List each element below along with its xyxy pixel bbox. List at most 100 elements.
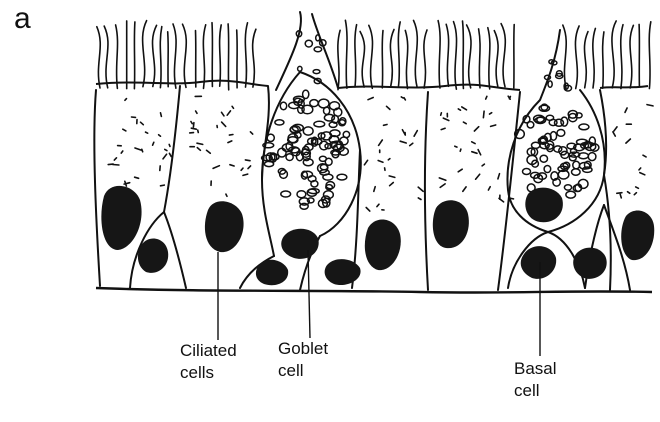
speckle — [227, 111, 230, 115]
cilium — [228, 24, 229, 90]
speckle — [414, 131, 417, 137]
cilium — [143, 21, 147, 87]
speckle — [443, 118, 449, 120]
granule — [313, 70, 320, 74]
speckle — [614, 127, 617, 131]
cilium — [612, 21, 616, 88]
granule — [314, 121, 325, 127]
speckle — [509, 97, 510, 99]
speckle — [213, 166, 219, 169]
speckle — [248, 166, 251, 169]
cilium — [360, 32, 364, 88]
granule — [532, 142, 540, 148]
speckle — [230, 165, 234, 166]
granule — [573, 161, 580, 169]
granule — [275, 120, 284, 125]
label-basal-cell: Basal cell — [514, 358, 557, 402]
label-goblet-line2: cell — [278, 360, 328, 382]
nucleus — [521, 246, 556, 279]
speckle — [617, 193, 622, 194]
speckle — [163, 154, 167, 159]
granule — [523, 169, 531, 175]
speckle — [165, 149, 167, 150]
label-basal-line2: cell — [514, 380, 557, 402]
speckle — [458, 109, 460, 110]
cilium — [463, 21, 464, 89]
speckle — [135, 177, 139, 178]
speckle — [222, 122, 226, 126]
speckle — [626, 139, 631, 143]
basement-membrane — [96, 288, 652, 293]
speckle — [207, 150, 211, 153]
speckle — [153, 142, 154, 145]
speckle — [634, 193, 636, 195]
cilium — [245, 23, 247, 87]
cilium — [414, 20, 418, 86]
granule — [557, 130, 565, 137]
speckle — [198, 130, 199, 132]
granule — [561, 117, 568, 126]
cilium — [405, 30, 407, 88]
speckle — [193, 123, 194, 128]
speckle — [191, 122, 192, 124]
nucleus — [281, 229, 318, 259]
speckle — [197, 143, 203, 144]
speckle — [625, 108, 627, 112]
cilium — [173, 24, 176, 88]
speckle — [472, 152, 477, 154]
nucleus — [573, 248, 607, 279]
speckle — [441, 128, 445, 129]
granule — [579, 124, 589, 130]
mucin-granules — [262, 31, 599, 209]
cilium — [621, 25, 623, 89]
nuclei — [101, 186, 654, 285]
cilium — [563, 25, 566, 88]
granule — [544, 166, 551, 173]
speckle — [114, 158, 116, 160]
label-goblet-line1: Goblet — [278, 338, 328, 360]
speckle — [390, 183, 394, 186]
speckle — [490, 113, 492, 114]
speckle — [463, 187, 466, 192]
speckle — [125, 99, 127, 101]
speckle — [643, 155, 646, 157]
speckle — [108, 164, 113, 165]
granule — [305, 40, 312, 47]
cilium — [424, 30, 427, 88]
cilium — [454, 22, 457, 90]
nucleus — [138, 238, 168, 272]
label-ciliated-line1: Ciliated — [180, 340, 237, 362]
cilium — [584, 32, 588, 88]
speckle — [460, 149, 461, 151]
speckle — [250, 132, 252, 134]
speckle — [620, 194, 621, 198]
speckle — [441, 113, 442, 115]
cilium — [467, 25, 471, 88]
granule — [318, 99, 329, 108]
cilium — [160, 27, 162, 88]
speckle — [636, 187, 639, 188]
cilium — [168, 32, 169, 87]
speckle — [159, 135, 161, 137]
speckle — [366, 208, 370, 212]
speckle — [123, 129, 126, 131]
speckle — [135, 148, 141, 150]
speckle — [418, 198, 421, 200]
granule — [324, 191, 334, 199]
speckle — [483, 111, 484, 118]
nucleus — [525, 188, 563, 223]
speckle — [401, 97, 403, 98]
speckle — [379, 140, 383, 145]
speckle — [241, 168, 243, 170]
cilium — [479, 29, 480, 88]
granule — [555, 119, 564, 126]
granule — [588, 153, 596, 161]
speckle — [387, 106, 390, 109]
speckle — [222, 112, 225, 116]
cilium — [494, 31, 498, 87]
granule — [310, 100, 318, 107]
speckle — [146, 132, 148, 133]
nucleus — [205, 201, 244, 252]
speckle — [463, 122, 466, 124]
